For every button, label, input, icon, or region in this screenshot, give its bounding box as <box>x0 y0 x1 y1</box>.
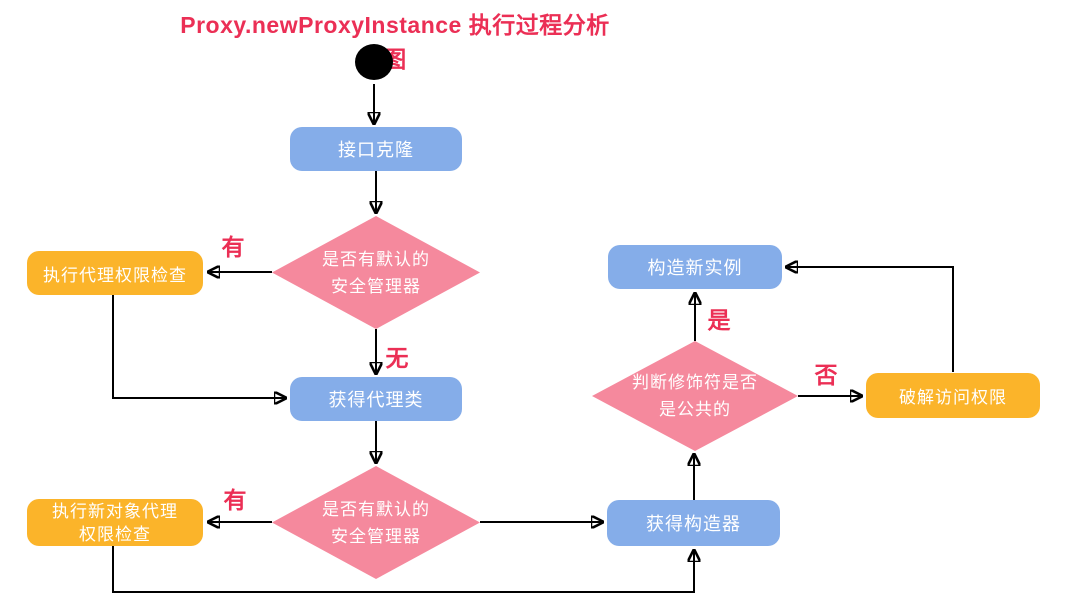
decision2-label-line1: 是否有默认的 <box>322 499 430 519</box>
decision3-label-line2: 是公共的 <box>659 400 731 419</box>
node-get-proxy-class: 获得代理类 <box>290 377 462 421</box>
node-get-constructor: 获得构造器 <box>607 500 780 546</box>
decision1-label-line2: 安全管理器 <box>331 276 421 296</box>
node-crack-access-permission: 破解访问权限 <box>866 373 1040 418</box>
node-interface-clone-label: 接口克隆 <box>338 140 414 160</box>
node-construct-new-instance: 构造新实例 <box>608 245 782 289</box>
edge-label-has-2: 有 <box>223 487 247 513</box>
edge-crack-access-to-construct-instance <box>787 267 954 372</box>
start-node <box>355 44 393 80</box>
node-proxy-permission-check-label: 执行代理权限检查 <box>43 265 187 285</box>
edge-label-yes: 是 <box>707 307 731 333</box>
decision1-label-line1: 是否有默认的 <box>322 249 430 269</box>
node-crack-access-label: 破解访问权限 <box>899 388 1007 407</box>
node-get-constructor-label: 获得构造器 <box>646 514 741 534</box>
edge-label-none: 无 <box>385 345 409 371</box>
edge-label-has-1: 有 <box>221 234 245 260</box>
node-interface-clone: 接口克隆 <box>290 127 462 171</box>
node-get-proxy-class-label: 获得代理类 <box>328 390 424 410</box>
edge-new-object-check-to-get-constructor <box>112 546 694 593</box>
node-new-object-check-label-line1: 执行新对象代理 <box>52 501 178 521</box>
edge-permission-check-to-get-proxy-class <box>112 295 285 398</box>
decision3-label-line1: 判断修饰符是否 <box>632 373 758 392</box>
node-new-object-check-label-line2: 权限检查 <box>79 524 151 544</box>
decision2-label-line2: 安全管理器 <box>331 526 421 546</box>
edge-label-no: 否 <box>814 362 838 388</box>
node-proxy-permission-check: 执行代理权限检查 <box>27 251 203 295</box>
diagram-title: Proxy.newProxyInstance 执行过程分析图 <box>180 12 610 72</box>
node-construct-instance-label: 构造新实例 <box>647 258 743 278</box>
node-new-object-proxy-permission-check: 执行新对象代理 权限检查 <box>27 499 203 546</box>
